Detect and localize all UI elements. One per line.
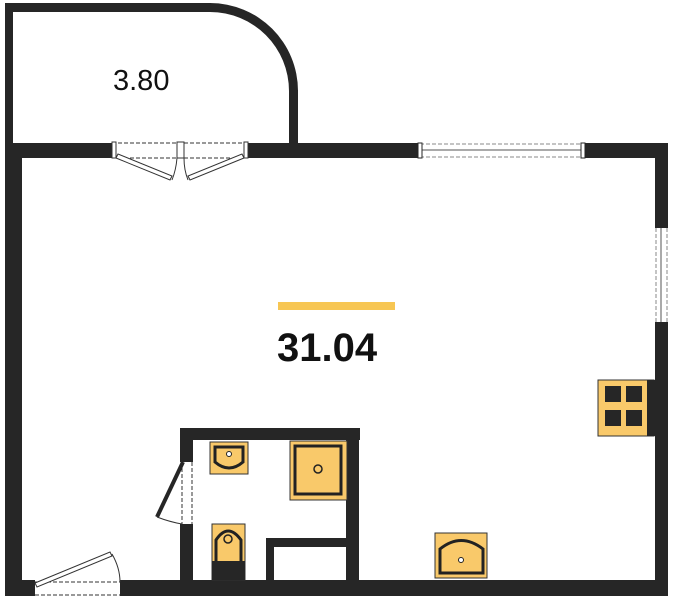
windows <box>417 142 668 322</box>
bathroom-right-wall <box>346 428 359 580</box>
main-area-label: 31.04 <box>277 326 378 370</box>
bathroom-door <box>155 461 193 525</box>
bathroom-inner-wall <box>266 538 348 547</box>
top-wall-right <box>583 143 668 158</box>
balcony-top-wall <box>5 3 211 12</box>
balcony-double-door <box>111 141 249 181</box>
bottom-wall <box>120 580 668 596</box>
bathroom-left-wall-top <box>180 428 193 462</box>
left-wall <box>5 143 22 580</box>
kitchen-sink-icon <box>434 532 488 579</box>
stove-icon <box>597 379 655 437</box>
right-wall-bottom <box>655 322 668 596</box>
bathroom-inner-wall-vertical <box>266 538 274 580</box>
top-wall-left <box>5 143 112 158</box>
balcony-curved-wall <box>210 3 298 91</box>
bottom-wall-left <box>5 580 35 596</box>
doors <box>34 141 249 596</box>
balcony-left-wall <box>5 3 13 148</box>
top-wall-middle <box>248 143 420 158</box>
balcony-right-wall <box>289 90 298 146</box>
entrance-door <box>34 551 121 596</box>
bathroom-left-wall-bottom <box>180 524 193 580</box>
walls <box>5 3 668 596</box>
area-accent-bar <box>278 302 395 310</box>
bathroom-top-wall <box>180 428 360 440</box>
shower-icon <box>289 440 348 501</box>
toilet-icon <box>211 523 246 581</box>
bathroom-sink-icon <box>209 441 249 475</box>
right-window <box>655 228 668 322</box>
balcony-area-label: 3.80 <box>113 65 169 97</box>
top-window <box>417 142 586 159</box>
right-wall-top <box>655 143 668 228</box>
